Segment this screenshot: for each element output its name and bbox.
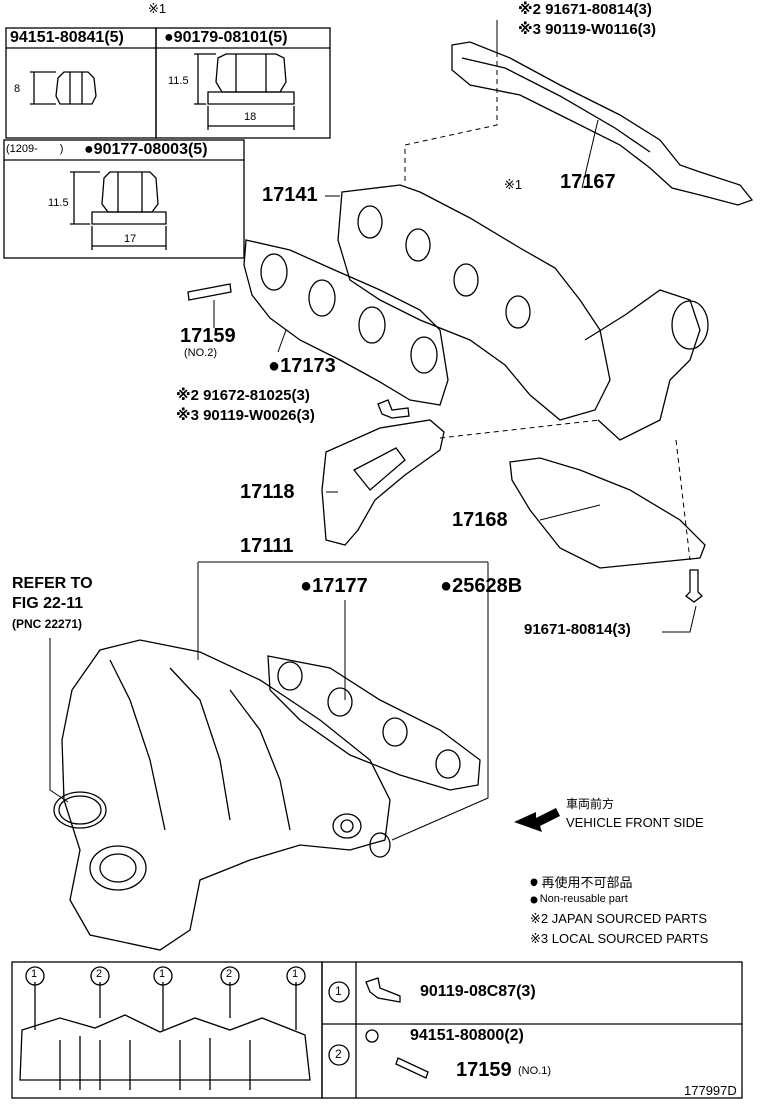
callout-17159-note: (NO.2) (184, 347, 217, 359)
nut-drawing-1 (30, 71, 97, 105)
callout-nut-mark: ※1 (504, 177, 523, 192)
gasket-17177 (267, 655, 481, 791)
table-marker-4: 2 (226, 968, 233, 980)
callout-17177: ●17177 (300, 575, 368, 597)
table-row2-part2: 17159 (456, 1059, 512, 1081)
callout-17141: 17141 (262, 184, 318, 206)
callout-bolt-top-1: ※2 91671-80814(3) (518, 1, 652, 18)
table-marker-3: 1 (159, 968, 166, 980)
figure-id: 177997D (684, 1083, 737, 1098)
exhaust-manifold-17141 (337, 184, 611, 421)
heat-insulator-17167 (451, 41, 754, 206)
inset-part-3: ●90177-08003(5) (84, 141, 208, 158)
callout-91671: 91671-80814(3) (524, 621, 631, 638)
callout-bolt-mid-2: ※3 90119-W0026(3) (176, 407, 315, 424)
refer-line-2: FIG 22-11 (12, 595, 84, 612)
callout-25628b: ●25628B (440, 575, 523, 597)
callout-17168: 17168 (452, 509, 508, 531)
inset-dim-2w: 18 (244, 111, 257, 123)
inset-dim-3h: 11.5 (48, 197, 69, 209)
table-row2-part1: 94151-80800(2) (410, 1027, 524, 1044)
callout-17111: 17111 (240, 535, 294, 557)
legend-bullet-1 (530, 878, 538, 886)
legend-line-1: ● 再使用不可部品 (530, 875, 633, 890)
inset-box-2 (155, 27, 331, 139)
intake-manifold-17111 (61, 639, 391, 951)
callout-17159: 17159 (180, 325, 236, 347)
inset-range-3: (1209- ) (6, 143, 64, 155)
front-label-jp: 車両前方 (566, 797, 615, 811)
gasket-25628b (369, 832, 391, 858)
table-row1-part: 90119-08C87(3) (420, 983, 536, 1000)
nut-drawing-3 (70, 171, 167, 250)
table-row1-num: 1 (335, 984, 342, 998)
table-marker-2: 2 (96, 968, 103, 980)
inset-dim-3w: 17 (124, 233, 137, 245)
callout-17118: 17118 (240, 481, 295, 503)
inset-dim-2h: 11.5 (168, 75, 189, 87)
nut-drawing-2 (194, 53, 295, 130)
front-label-en: VEHICLE FRONT SIDE (566, 815, 704, 830)
legend-line-2: ● Non-reusable part (530, 893, 628, 905)
gasket-ring (53, 791, 107, 829)
legend-line-3: ※2 JAPAN SOURCED PARTS (530, 911, 708, 926)
bottom-table-left (11, 961, 323, 1099)
table-marker-1: 1 (31, 968, 38, 980)
table-row2-note: (NO.1) (518, 1065, 551, 1077)
bottom-table-right (321, 961, 743, 1099)
gasket-17173 (243, 239, 449, 406)
callout-bolt-mid-1: ※2 91672-81025(3) (176, 387, 310, 404)
refer-line-1: REFER TO (12, 575, 93, 592)
inset-part-1: 94151-80841(5) (10, 29, 124, 46)
table-row2-num: 2 (335, 1047, 342, 1061)
callout-17167: 17167 (560, 171, 616, 193)
bracket-17118 (321, 419, 445, 546)
front-arrow-icon (514, 808, 560, 832)
callout-17173: ●17173 (268, 355, 336, 377)
refer-line-3: (PNC 22271) (12, 617, 83, 631)
legend-bullet-2 (530, 896, 538, 904)
callout-bolt-top-2: ※3 90119-W0116(3) (518, 21, 657, 38)
heat-insulator-17168 (509, 457, 706, 569)
inset-box-3 (3, 139, 245, 259)
table-marker-5: 1 (292, 968, 299, 980)
inset-dim-1: 8 (14, 83, 21, 95)
inset-mark-1: ※1 (148, 1, 167, 16)
stud-17159 (187, 283, 232, 301)
legend-line-4: ※3 LOCAL SOURCED PARTS (530, 931, 709, 946)
inset-part-2: ●90179-08101(5) (164, 29, 288, 46)
